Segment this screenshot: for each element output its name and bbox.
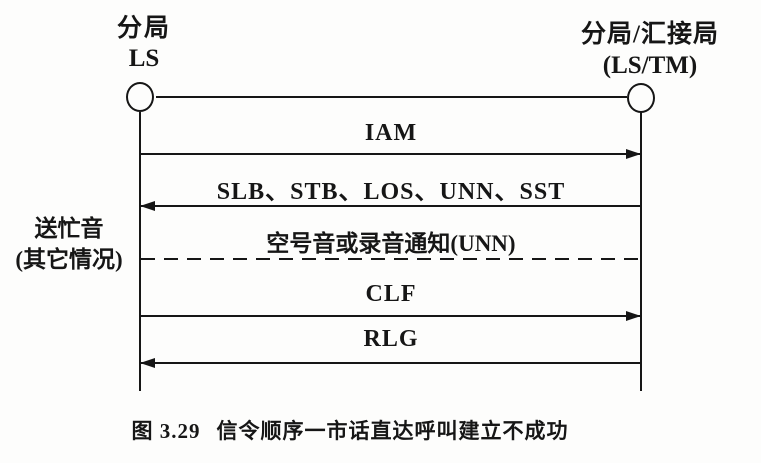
message-dashed-line-unn-tone — [141, 258, 640, 260]
side-note-line1: 送忙音 — [34, 216, 104, 241]
message-label-unn-tone: 空号音或录音通知(UNN) — [266, 231, 516, 256]
left-lifeline — [139, 112, 141, 391]
left-entity-name: 分局 — [116, 15, 171, 42]
message-label-slb-group: SLB、STB、LOS、UNN、SST — [216, 179, 566, 205]
right-entity-node-circle — [627, 83, 655, 113]
message-label-rlg: RLG — [363, 326, 419, 352]
message-label-iam: IAM — [364, 120, 418, 146]
left-entity-code: LS — [128, 45, 160, 72]
message-arrow-iam-right — [141, 149, 641, 159]
message-label-clf: CLF — [365, 281, 417, 307]
side-note-line2: (其它情况) — [15, 247, 123, 272]
message-arrow-rlg-left — [140, 358, 640, 368]
right-entity-code: (LS/TM) — [602, 52, 698, 79]
left-entity-node-circle — [126, 82, 154, 112]
trunk-line — [156, 96, 627, 98]
right-entity-name: 分局/汇接局 — [581, 21, 719, 48]
message-arrow-clf-right — [141, 311, 641, 321]
side-note-busy-tone: 送忙音 (其它情况) — [2, 213, 136, 275]
right-lifeline — [640, 112, 642, 391]
message-arrow-slb-left — [140, 201, 640, 211]
figure-caption-number: 图 3.29 — [131, 419, 201, 443]
figure-caption-title: 信令顺序一市话直达呼叫建立不成功 — [216, 419, 569, 443]
figure-caption: 图 3.29 信令顺序一市话直达呼叫建立不成功 — [0, 415, 700, 445]
